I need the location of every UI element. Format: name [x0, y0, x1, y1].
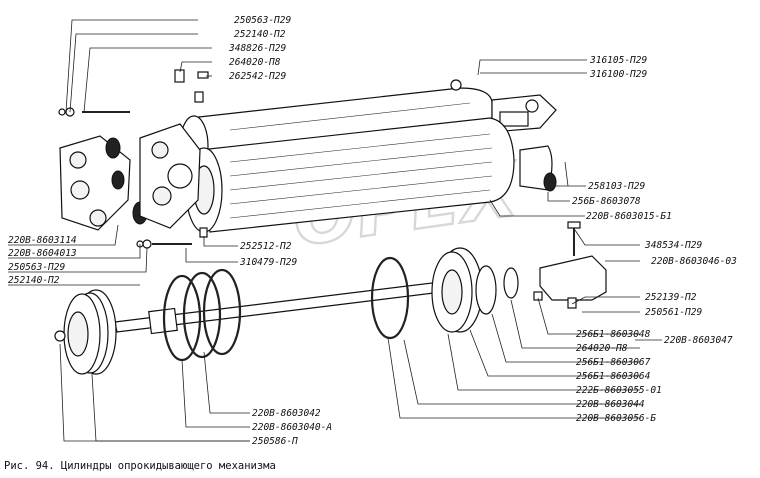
label-310479-p29: 310479-П29	[239, 257, 297, 268]
label-262542-p29: 262542-П29	[229, 71, 286, 82]
label-256b1-8603067: 256Б1-8603067	[576, 357, 651, 368]
label-256b1-8603048: 256Б1-8603048	[576, 329, 651, 340]
label-316100-p29: 316100-П29	[589, 69, 647, 80]
label-250586-p: 250586-П	[252, 436, 298, 447]
label-220v-8603015-b1: 220В-8603015-Б1	[586, 211, 672, 222]
label-252140-p2-top: 252140-П2	[234, 29, 286, 40]
head-block-assembly	[58, 69, 209, 249]
gland-assembly	[431, 247, 519, 333]
label-250561-p29: 250561-П29	[645, 307, 702, 318]
label-264020-p8-bottom: 264020-П8	[576, 343, 628, 354]
label-220v-8603056-b: 220В-8603056-Б	[576, 413, 656, 424]
label-256b-8603078: 256Б-8603078	[572, 196, 641, 207]
label-316105-p29: 316105-П29	[589, 55, 647, 66]
label-348534-p29: 348534-П29	[644, 240, 702, 251]
label-250563-p29-top: 250563-П29	[234, 15, 291, 26]
label-220v-8603047: 220В-8603047	[664, 335, 733, 346]
clamp-bracket	[533, 221, 607, 309]
label-250563-p29-left: 250563-П29	[8, 262, 65, 273]
callout-labels: 250563-П29 252140-П2 348826-П29 264020-П…	[8, 15, 737, 447]
figure-caption: Рис. 94. Цилиндры опрокидывающего механи…	[4, 460, 276, 472]
label-220v-8603040-a: 220В-8603040-А	[252, 422, 332, 433]
label-220v-8603042: 220В-8603042	[252, 408, 321, 419]
label-348826-p29: 348826-П29	[228, 43, 286, 54]
seal-rings	[162, 256, 410, 362]
piston-pulley	[54, 289, 117, 375]
label-220v-8604013: 220В-8604013	[8, 248, 77, 259]
label-252512-p2: 252512-П2	[240, 241, 292, 252]
label-220v-8603044: 220В-8603044	[576, 399, 645, 410]
label-222b-8603055-01: 222Б-8603055-01	[576, 385, 662, 396]
label-220v-8603046-03: 220В-8603046-03	[651, 256, 737, 267]
label-252140-p2-left: 252140-П2	[8, 275, 60, 286]
label-252139-p2: 252139-П2	[645, 292, 697, 303]
label-220v-8603114: 220В-8603114	[8, 235, 77, 246]
label-264020-p8-top: 264020-П8	[229, 57, 281, 68]
label-258103-p29: 258103-П29	[588, 181, 645, 192]
leader-lines	[8, 19, 662, 442]
label-256b1-8603064: 256Б1-8603064	[576, 371, 651, 382]
